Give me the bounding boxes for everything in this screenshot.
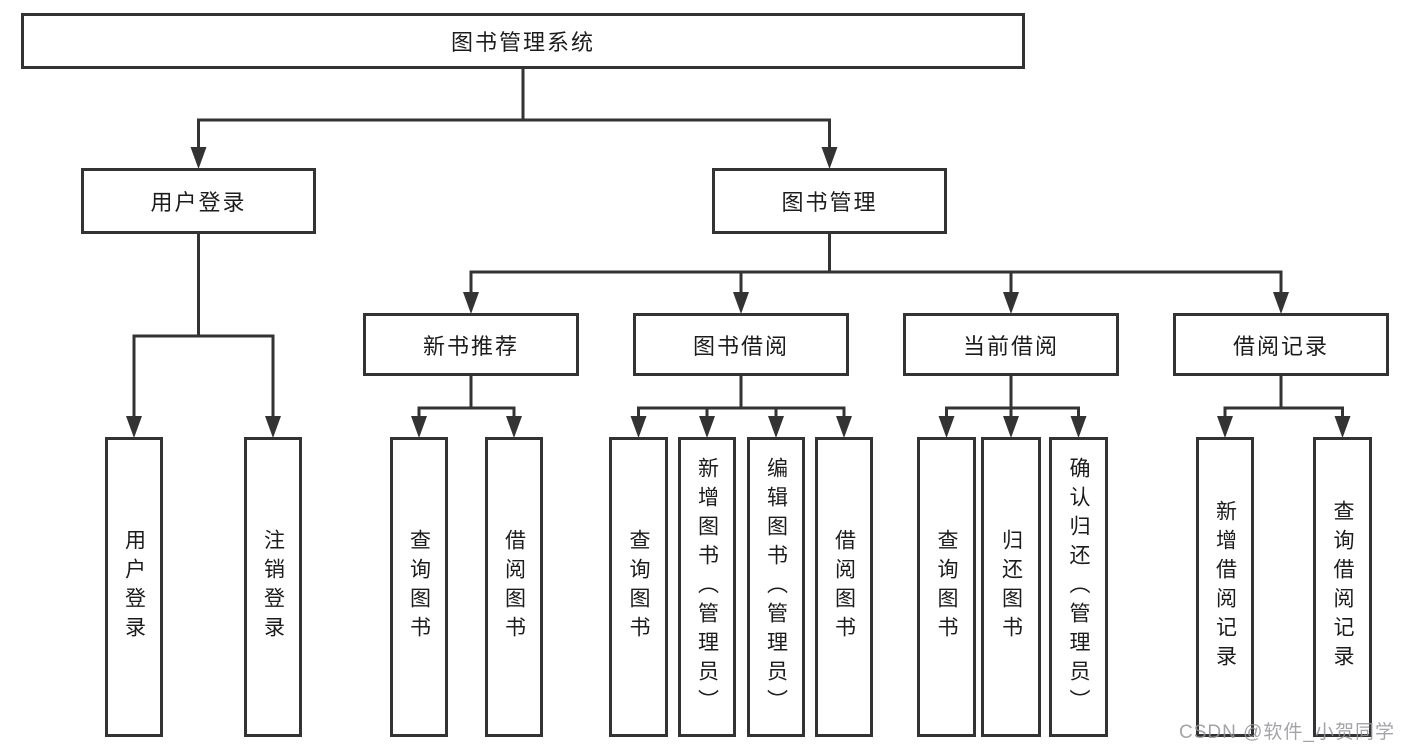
- node-leaf-add-record: 新增借阅记录: [1196, 437, 1254, 737]
- node-label: 用户登录: [122, 529, 146, 645]
- node-label: 当前借阅: [962, 333, 1059, 359]
- node-label: 新增借阅记录: [1213, 500, 1237, 674]
- node-leaf-query-record: 查询借阅记录: [1313, 437, 1372, 737]
- node-leaf-borrow-book-1: 借阅图书: [485, 437, 543, 737]
- node-label: 新书推荐: [422, 333, 519, 359]
- node-label: 查询图书: [627, 529, 650, 645]
- node-current-borrow: 当前借阅: [903, 313, 1119, 376]
- node-label: 确认归还（管理员）: [1067, 456, 1090, 718]
- node-label: 编辑图书（管理员）: [764, 456, 788, 718]
- node-label: 图书管理系统: [450, 30, 595, 55]
- node-label: 借阅图书: [502, 529, 526, 645]
- edge-new-book-rec: [411, 374, 522, 438]
- node-book-borrow: 图书借阅: [633, 313, 849, 376]
- node-leaf-query-book-3: 查询图书: [917, 437, 976, 737]
- node-root: 图书管理系统: [21, 13, 1025, 69]
- node-leaf-logout: 注销登录: [244, 437, 302, 737]
- watermark: CSDN @软件_小贺同学: [1179, 722, 1395, 743]
- node-label: 用户登录: [150, 190, 247, 215]
- node-leaf-query-book-2: 查询图书: [609, 437, 668, 737]
- node-label: 注销登录: [261, 529, 285, 645]
- node-label: 图书管理: [781, 190, 878, 215]
- node-leaf-return-book: 归还图书: [981, 437, 1041, 737]
- node-label: 归还图书: [999, 529, 1023, 645]
- node-label: 借阅记录: [1232, 333, 1329, 359]
- node-label: 查询图书: [935, 529, 958, 645]
- node-leaf-query-book-1: 查询图书: [390, 437, 448, 737]
- node-borrow-records: 借阅记录: [1173, 313, 1389, 376]
- node-label: 图书借阅: [692, 333, 789, 359]
- node-label: 借阅图书: [832, 529, 856, 645]
- node-label: 查询图书: [407, 529, 431, 645]
- node-book-mgmt: 图书管理: [712, 168, 947, 234]
- node-label: 新增图书（管理员）: [695, 456, 719, 718]
- node-leaf-edit-book: 编辑图书（管理员）: [747, 437, 805, 737]
- edge-book-borrow: [630, 374, 852, 438]
- node-label: 查询借阅记录: [1331, 500, 1354, 674]
- edge-borrow-records: [1217, 374, 1351, 438]
- node-leaf-confirm-return: 确认归还（管理员）: [1049, 437, 1108, 737]
- node-leaf-user-login: 用户登录: [105, 437, 163, 737]
- edge-current-borrow: [938, 374, 1087, 438]
- node-new-book-rec: 新书推荐: [363, 313, 579, 376]
- node-leaf-add-book: 新增图书（管理员）: [678, 437, 736, 737]
- edge-root: [190, 67, 838, 169]
- edge-user-login: [126, 232, 281, 438]
- node-leaf-borrow-book-2: 借阅图书: [815, 437, 873, 737]
- node-user-login: 用户登录: [81, 168, 316, 234]
- edge-book-mgmt: [463, 232, 1289, 314]
